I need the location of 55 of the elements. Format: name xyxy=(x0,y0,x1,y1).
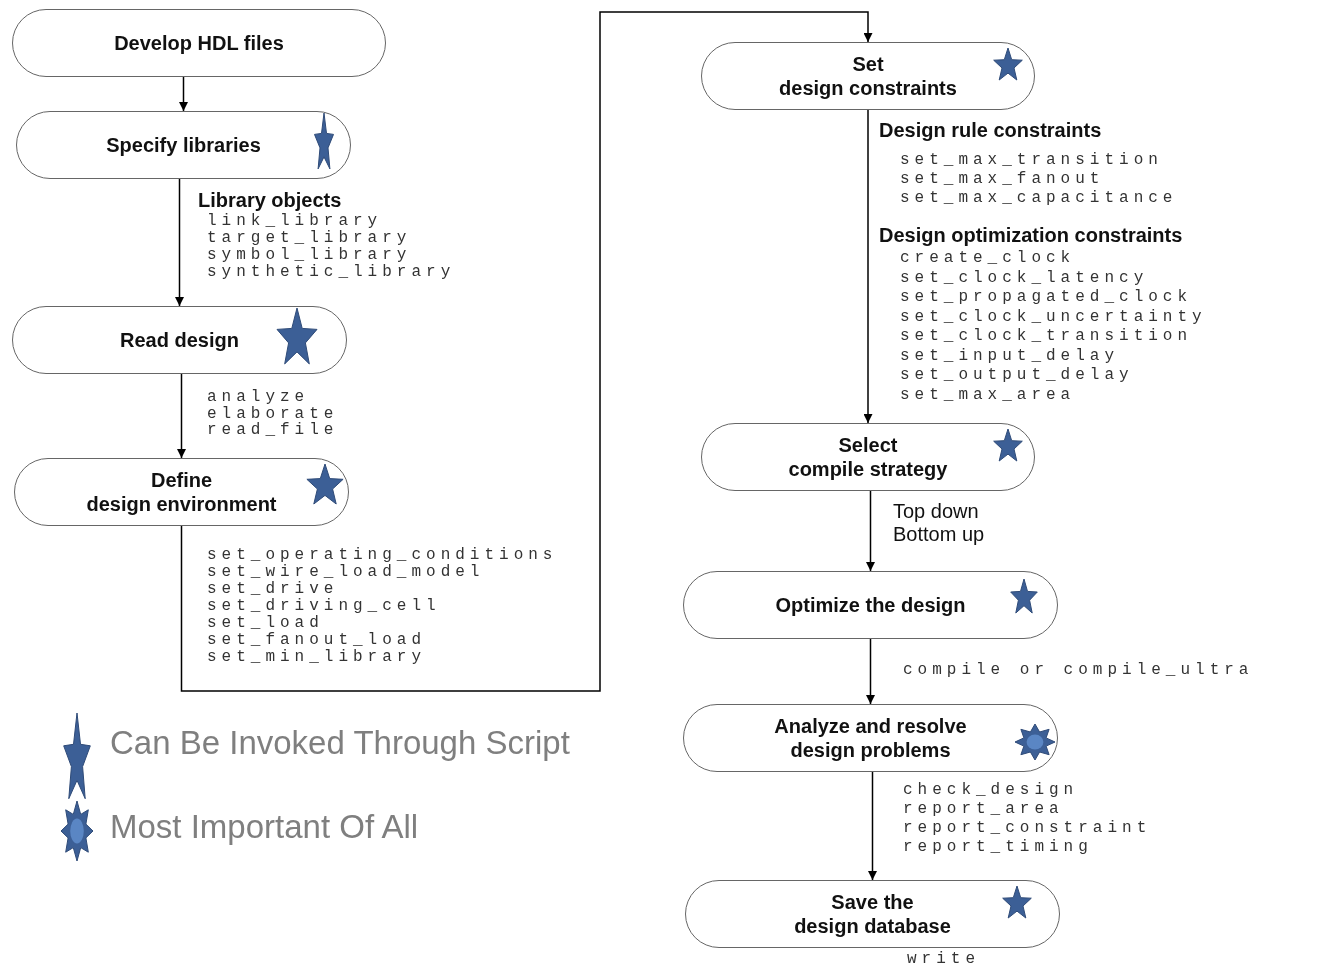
command-text: write xyxy=(907,951,980,968)
command-text: set_input_delay xyxy=(900,347,1120,365)
section-heading: Library objects xyxy=(198,189,342,211)
command-text: set_propagated_clock xyxy=(900,289,1193,306)
step-label: Develop HDL files xyxy=(114,31,284,55)
command-text: set_driving_cell xyxy=(207,598,441,615)
command-text: report_constraint xyxy=(903,820,1152,837)
step-label: Optimize the design xyxy=(775,593,966,617)
command-text: target_library xyxy=(207,230,412,247)
arrow xyxy=(179,76,188,112)
legend-text: Most Important Of All xyxy=(110,808,419,846)
command-text: synthetic_library xyxy=(207,264,456,281)
command-text: read_file xyxy=(207,422,339,439)
arrow xyxy=(866,490,875,572)
command-text: set_min_library xyxy=(207,649,427,666)
step-label: Save the design database xyxy=(794,890,951,938)
command-text: set_load xyxy=(207,615,324,632)
command-text: report_timing xyxy=(903,839,1093,856)
command-text: set_clock_transition xyxy=(900,328,1193,345)
section-heading: Design optimization constraints xyxy=(879,224,1183,246)
step-label: Specify libraries xyxy=(106,133,261,157)
command-text: set_operating_conditions xyxy=(207,547,558,564)
command-text: elaborate xyxy=(207,405,339,423)
command-text: set_wire_load_model xyxy=(207,564,485,581)
command-text: set_max_transition xyxy=(900,152,1163,169)
command-text: set_clock_latency xyxy=(900,269,1149,287)
arrow xyxy=(863,109,873,424)
command-text: set_fanout_load xyxy=(207,632,427,649)
option-text: Top down xyxy=(893,500,979,522)
step-label: Set design constraints xyxy=(779,52,957,100)
option-text: Bottom up xyxy=(893,523,985,545)
section-heading: Design rule constraints xyxy=(879,119,1102,141)
step-label: Read design xyxy=(120,328,239,352)
legend-text: Can Be Invoked Through Script xyxy=(110,724,570,762)
command-text: set_max_capacitance xyxy=(900,190,1178,207)
arrow xyxy=(177,373,186,459)
arrow xyxy=(175,178,184,307)
command-text: report_area xyxy=(903,801,1064,818)
command-text: set_max_fanout xyxy=(900,171,1105,188)
command-text: create_clock xyxy=(900,250,1076,267)
command-text: set_output_delay xyxy=(900,367,1134,384)
command-text: set_clock_uncertainty xyxy=(900,308,1207,326)
command-text: set_drive xyxy=(207,581,339,598)
command-text: compile or compile_ultra xyxy=(903,662,1254,679)
step-label: Select compile strategy xyxy=(788,433,948,481)
command-text: check_design xyxy=(903,782,1079,799)
arrow xyxy=(180,11,873,692)
command-text: symbol_library xyxy=(207,247,412,264)
step-label: Define design environment xyxy=(86,468,277,516)
command-text: link_library xyxy=(207,213,383,230)
command-text: analyze xyxy=(207,389,310,406)
command-text: set_max_area xyxy=(900,386,1076,404)
arrow xyxy=(868,771,877,881)
arrow xyxy=(866,638,875,705)
step-label: Analyze and resolve design problems xyxy=(774,714,967,762)
